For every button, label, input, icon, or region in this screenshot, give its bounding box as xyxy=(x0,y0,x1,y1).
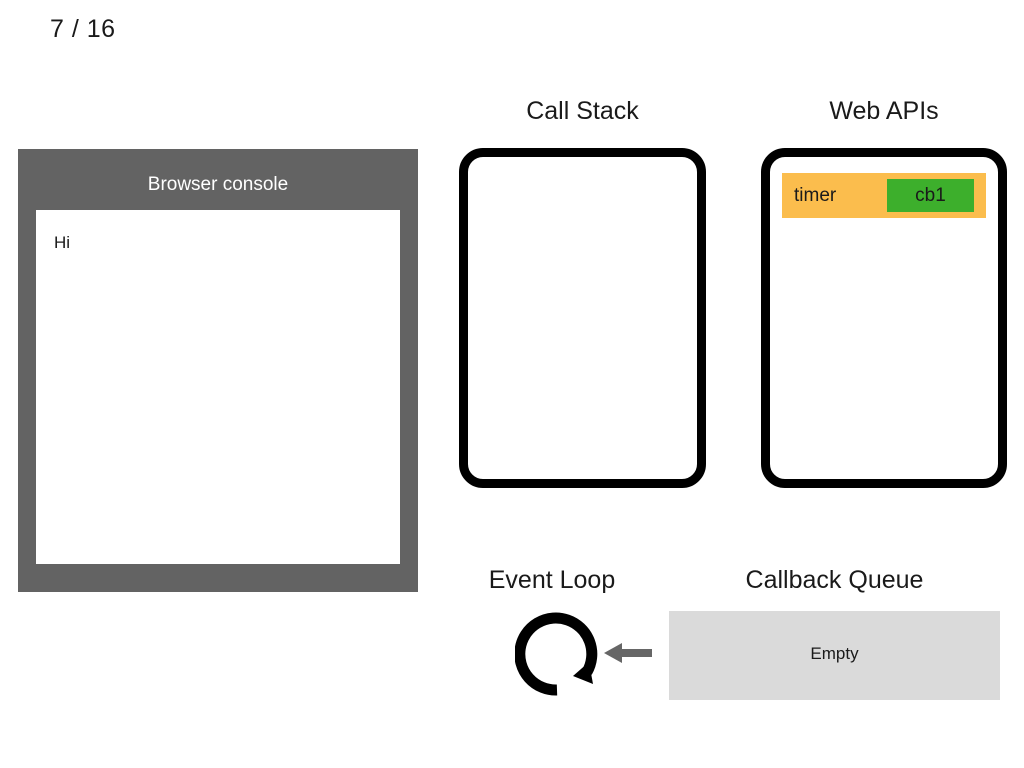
web-api-callback-chip: cb1 xyxy=(887,179,974,212)
browser-console-panel: Browser console Hi xyxy=(18,149,418,592)
circular-arrow-icon xyxy=(515,612,598,696)
arrow-left-icon xyxy=(604,643,652,663)
callback-queue-box: Empty xyxy=(669,611,1000,700)
web-api-task-timer: timer cb1 xyxy=(782,173,986,218)
web-apis-box: timer cb1 xyxy=(761,148,1007,488)
call-stack-heading: Call Stack xyxy=(526,97,639,125)
browser-console-log: Hi xyxy=(36,210,400,564)
browser-console-title: Browser console xyxy=(147,174,289,195)
slide-counter: 7 / 16 xyxy=(50,15,116,43)
web-apis-heading: Web APIs xyxy=(829,97,939,125)
console-log-line: Hi xyxy=(54,233,71,252)
call-stack-box xyxy=(459,148,706,488)
event-loop-heading: Event Loop xyxy=(488,566,616,594)
callback-queue-heading: Callback Queue xyxy=(745,566,924,594)
callback-queue-status: Empty xyxy=(810,644,859,663)
web-api-task-label: timer xyxy=(794,184,837,206)
